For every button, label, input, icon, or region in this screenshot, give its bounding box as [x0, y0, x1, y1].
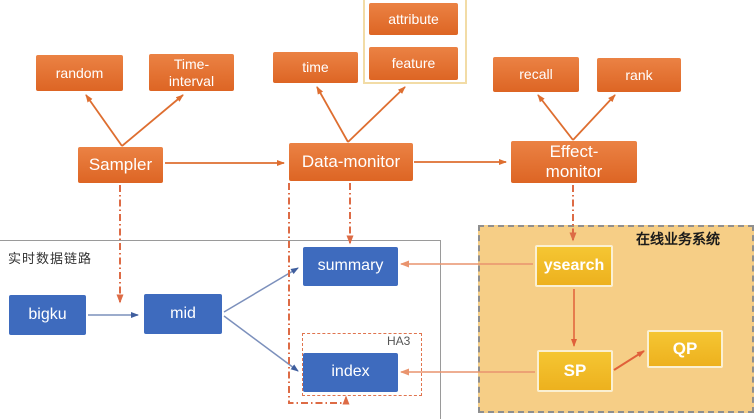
edge-effect-monitor-to-recall — [537, 94, 574, 141]
node-bigku: bigku — [9, 295, 86, 335]
edge-data-monitor-to-feature — [347, 86, 406, 143]
node-attribute: attribute — [369, 3, 458, 35]
edge-effect-monitor-to-rank — [572, 94, 616, 141]
node-summary: summary — [303, 247, 398, 286]
node-ysearch: ysearch — [535, 245, 613, 287]
node-random: random — [36, 55, 123, 91]
edge-data-monitor-dash-to-index — [288, 183, 350, 405]
edge-sampler-to-time-interval — [121, 94, 184, 147]
node-qp: QP — [647, 330, 723, 368]
online-business-region — [478, 225, 754, 413]
node-data-monitor: Data-monitor — [289, 143, 413, 181]
node-recall: recall — [493, 57, 579, 92]
node-effect-monitor: Effect- monitor — [511, 141, 637, 183]
ha3-group — [302, 333, 422, 396]
node-sampler: Sampler — [78, 147, 163, 183]
node-sp: SP — [537, 350, 613, 392]
node-time-interval: Time- interval — [149, 54, 234, 91]
edge-data-monitor-to-time — [316, 86, 349, 143]
edge-sp-to-qp — [613, 350, 645, 371]
node-rank: rank — [597, 58, 681, 92]
edge-mid-to-summary — [223, 267, 299, 313]
ha3-label: HA3 — [387, 334, 411, 348]
realtime-region-label: 实时数据链路 — [8, 251, 93, 266]
online-region-label: 在线业务系统 — [636, 231, 720, 247]
node-time: time — [273, 52, 358, 83]
edge-mid-to-index — [223, 315, 299, 372]
node-feature: feature — [369, 47, 458, 80]
node-mid: mid — [144, 294, 222, 334]
edge-sampler-to-random — [85, 94, 123, 147]
node-index: index — [303, 353, 398, 392]
